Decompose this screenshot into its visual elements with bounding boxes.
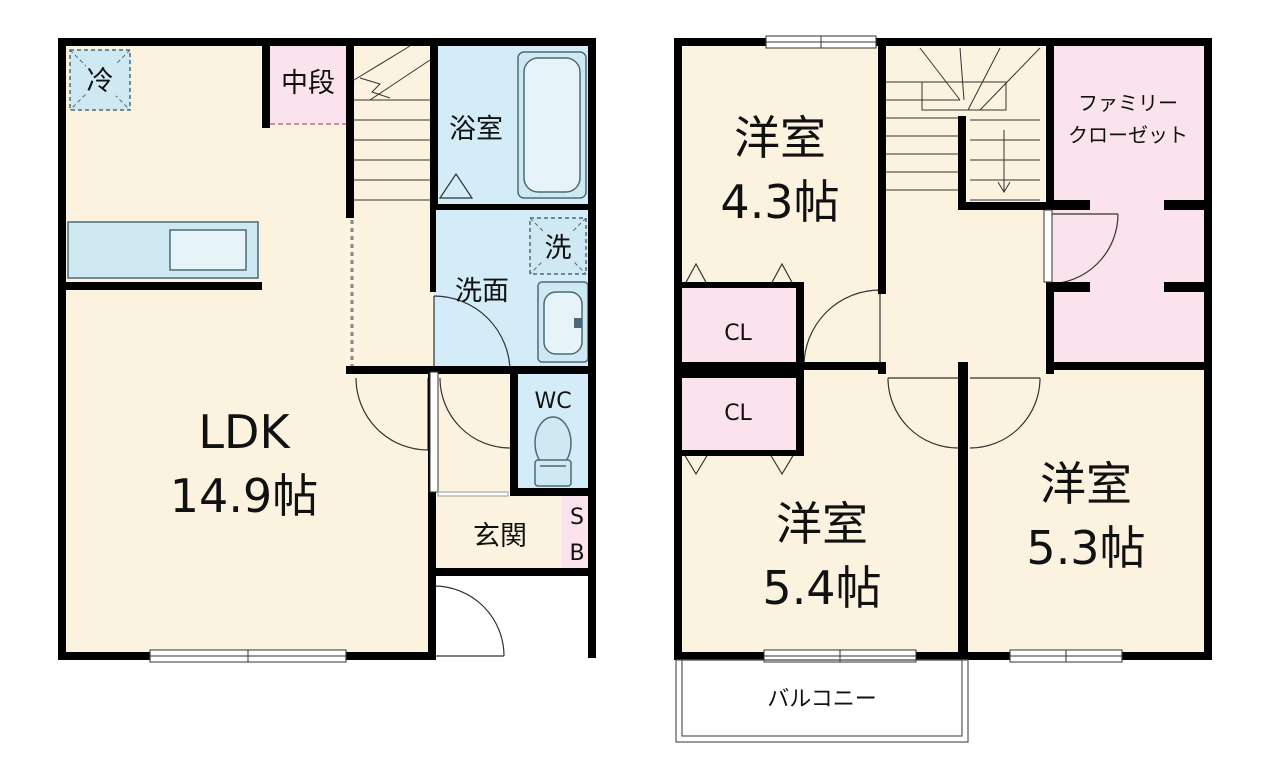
room-c-name: 洋室 — [1040, 457, 1132, 511]
entrance-label: 玄関 — [473, 521, 527, 552]
toilet-fixture — [534, 416, 572, 487]
family-closet-label-1: ファミリー — [1078, 91, 1178, 115]
kitchen-back — [62, 282, 262, 290]
ldk-size: 14.9帖 — [170, 469, 318, 523]
washroom-label: 洗面 — [455, 276, 509, 307]
first-floor — [58, 38, 596, 663]
chudan-label: 中段 — [281, 68, 335, 99]
second-floor — [674, 35, 1212, 743]
balcony-label: バルコニー — [767, 687, 877, 712]
room-b-name: 洋室 — [776, 497, 868, 551]
fridge-label: 冷 — [87, 66, 114, 97]
kitchen-sink — [169, 229, 247, 271]
closet-a-label: CL — [724, 321, 752, 346]
stairs-first-floor — [353, 45, 431, 201]
second-floor-walls — [674, 38, 1212, 660]
stairs-second-floor — [886, 47, 1041, 201]
ldk-name: LDK — [198, 405, 291, 459]
toilet-label: WC — [534, 389, 571, 414]
chudan-floor — [270, 42, 350, 124]
closet-b-floor — [678, 372, 796, 452]
shoebox-floor — [562, 496, 592, 572]
closet-b-label: CL — [724, 401, 752, 426]
entrance-floor — [434, 496, 562, 572]
room-b-size: 5.4帖 — [762, 561, 881, 615]
closet-a-floor — [678, 286, 796, 366]
room-c-size: 5.3帖 — [1026, 521, 1145, 575]
stair-floor — [352, 42, 434, 372]
room-a-size: 4.3帖 — [720, 175, 839, 229]
ldk-window — [149, 649, 347, 663]
shoebox-label-s: S — [570, 505, 584, 530]
balcony-outline — [675, 659, 969, 743]
washer-label: 洗 — [545, 233, 572, 264]
family-closet-label-2: クローゼット — [1068, 123, 1188, 147]
room-a-name: 洋室 — [734, 111, 826, 165]
hall-floor — [434, 372, 514, 492]
first-floor-walls — [58, 38, 596, 660]
room-c-floor — [964, 370, 1206, 658]
shoebox-label-b: B — [569, 541, 584, 566]
bath-label: 浴室 — [449, 114, 503, 145]
